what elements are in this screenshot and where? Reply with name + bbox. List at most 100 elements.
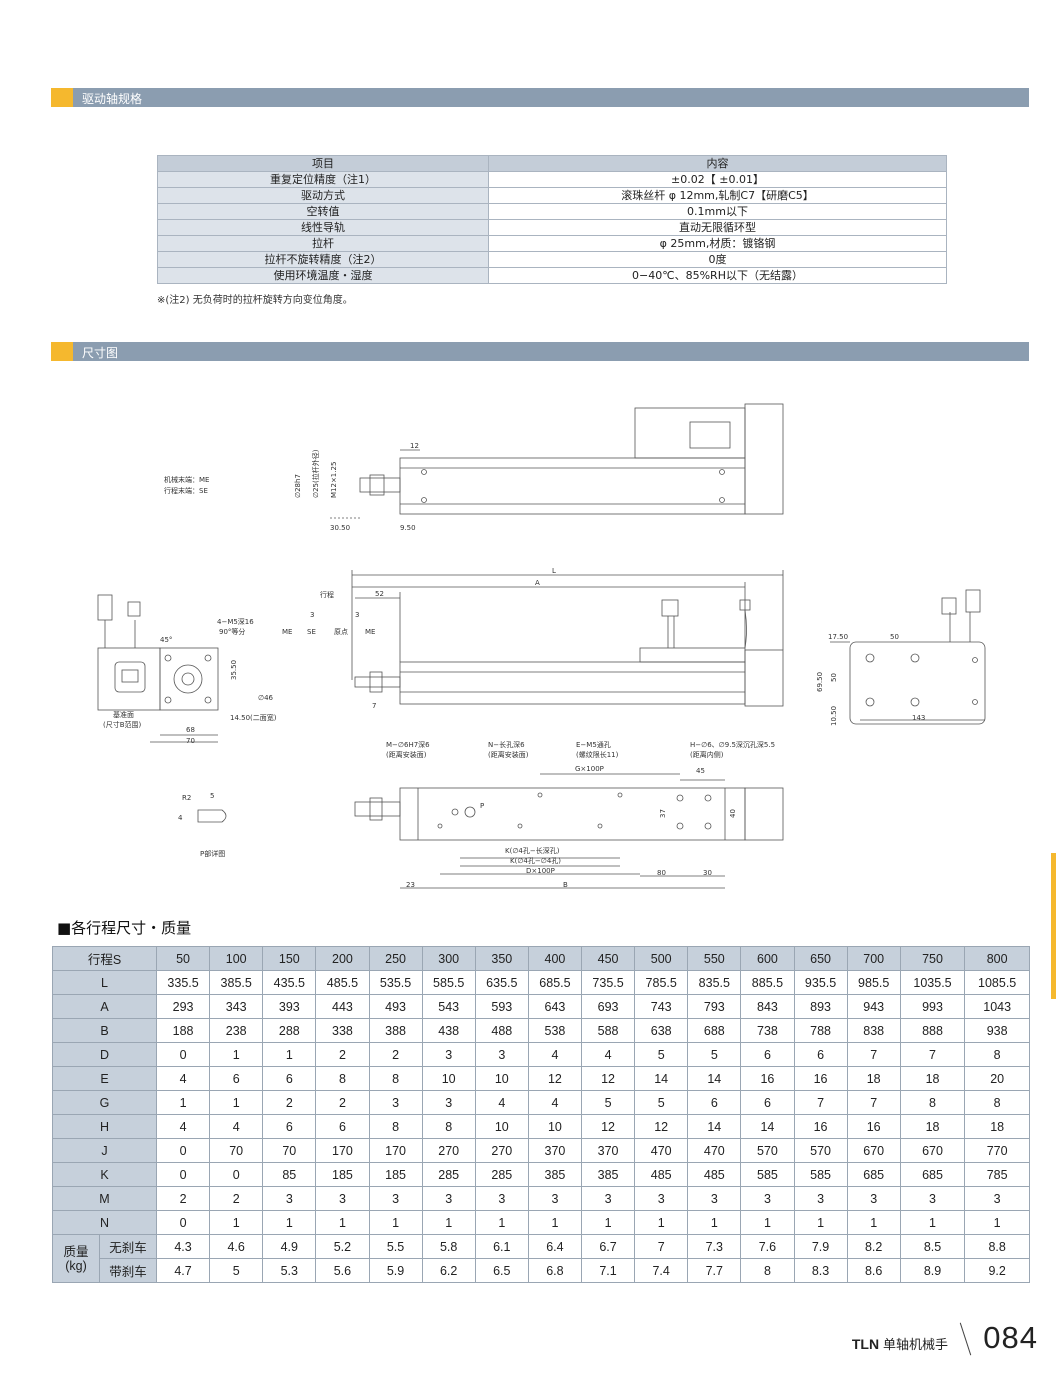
dim-cell: 1 (580, 1210, 636, 1235)
spec-value: φ 25mm,材质：镀铬钢 (488, 235, 947, 252)
end-view-left (97, 647, 161, 711)
label-me-end: 机械末端：ME (164, 475, 209, 484)
spec-key: 使用环境温度・湿度 (157, 267, 489, 284)
label-dim: 70 (186, 737, 195, 745)
label-dim: M12×1.25 (330, 462, 338, 498)
label-dim: 40 (729, 809, 737, 818)
mass-cell: 7 (634, 1234, 689, 1259)
label-dim: 原点 (334, 628, 348, 636)
mass-cell: 6.5 (474, 1258, 529, 1283)
spec-key: 线性导轨 (157, 219, 489, 236)
dim-cell: 2 (155, 1186, 211, 1211)
dim-cell: 6 (209, 1066, 264, 1091)
label-dim: E−M5通孔 (576, 740, 611, 749)
label-dim: 4−M5深16 (217, 617, 254, 626)
dim-cell: 2 (209, 1186, 264, 1211)
spec-header-item: 项目 (157, 155, 489, 172)
dim-cell: 938 (964, 1018, 1030, 1043)
spec-value: 直动无限循环型 (488, 219, 947, 236)
dim-row-label: N (52, 1210, 157, 1235)
dim-cell: 738 (740, 1018, 795, 1043)
section-bar-dimension: 尺寸图 (51, 342, 1029, 361)
dim-cell: 1043 (964, 994, 1030, 1019)
dim-cell: 12 (634, 1114, 689, 1139)
dim-cell: 293 (155, 994, 211, 1019)
footer-divider (959, 1322, 972, 1356)
dim-cell: 3 (964, 1186, 1030, 1211)
dim-cell: 8 (964, 1042, 1030, 1067)
label-dim: 基准面 (113, 710, 134, 719)
dim-cell: 585 (740, 1162, 795, 1187)
section-accent (51, 88, 73, 107)
dim-cell: 2 (368, 1042, 423, 1067)
label-dim: 37 (659, 809, 667, 818)
dim-cell: 1 (368, 1210, 423, 1235)
mass-cell: 6.7 (580, 1234, 636, 1259)
dim-cell: 6 (793, 1042, 848, 1067)
dim-cell: 285 (474, 1162, 529, 1187)
dim-row-label: D (52, 1042, 157, 1067)
mass-label-line2: (kg) (65, 1258, 87, 1273)
dim-header-stroke: 400 (527, 946, 583, 971)
label-dim: ME (365, 628, 375, 636)
spec-header-content: 内容 (488, 155, 947, 172)
label-dim: 23 (406, 881, 415, 889)
spec-key: 重复定位精度（注1） (157, 171, 489, 188)
label-dim: (尺寸B范围) (103, 720, 142, 729)
dim-cell: 10 (474, 1114, 529, 1139)
dim-cell: 4 (580, 1042, 636, 1067)
dim-cell: 385.5 (209, 970, 264, 995)
dim-cell: 338 (315, 1018, 370, 1043)
dim-cell: 1 (315, 1210, 370, 1235)
dim-cell: 335.5 (155, 970, 211, 995)
dim-cell: 485.5 (315, 970, 370, 995)
dim-cell: 5 (580, 1090, 636, 1115)
label-dim: 68 (186, 726, 195, 734)
dim-cell: 3 (740, 1186, 795, 1211)
label-dim: ∅28h7 (294, 474, 302, 498)
label-dim: R2 (182, 794, 191, 802)
top-motor (634, 407, 746, 459)
mass-cell: 5.3 (262, 1258, 317, 1283)
label-se-end: 行程末端：SE (164, 486, 208, 495)
dim-cell: 943 (846, 994, 901, 1019)
dim-cell: 1035.5 (899, 970, 966, 995)
footer-brand: TLN 单轴机械手 (852, 1334, 948, 1353)
dim-header-stroke: 450 (580, 946, 636, 971)
spec-key: 拉杆不旋转精度（注2） (157, 251, 489, 268)
label-dim: 行程 (320, 590, 334, 599)
dim-cell: 20 (964, 1066, 1030, 1091)
dim-cell: 70 (209, 1138, 264, 1163)
label-dim: 17.50 (828, 633, 848, 641)
dim-header-stroke: 650 (793, 946, 848, 971)
dim-cell: 5 (634, 1042, 689, 1067)
dim-cell: 493 (368, 994, 423, 1019)
spec-key: 驱动方式 (157, 187, 489, 204)
dim-cell: 843 (740, 994, 795, 1019)
dim-cell: 2 (262, 1090, 317, 1115)
dim-cell: 485 (687, 1162, 742, 1187)
dim-cell: 8 (899, 1090, 966, 1115)
dim-cell: 10 (474, 1066, 529, 1091)
dim-header-stroke: 600 (740, 946, 795, 971)
dim-cell: 3 (421, 1090, 476, 1115)
label-dim: 143 (912, 714, 925, 722)
dim-cell: 14 (687, 1066, 742, 1091)
mass-cell: 4.6 (209, 1234, 264, 1259)
dim-cell: 785.5 (634, 970, 689, 995)
label-dim: 50 (830, 673, 838, 682)
dim-cell: 1 (262, 1042, 317, 1067)
mass-cell: 8.6 (846, 1258, 901, 1283)
mass-cell: 5.8 (421, 1234, 476, 1259)
dim-cell: 643 (527, 994, 583, 1019)
dim-cell: 670 (899, 1138, 966, 1163)
dim-cell: 3 (368, 1090, 423, 1115)
dim-cell: 5 (687, 1042, 742, 1067)
dim-header-stroke: 250 (368, 946, 423, 971)
dim-cell: 343 (209, 994, 264, 1019)
dim-cell: 1 (687, 1210, 742, 1235)
label-dim: K(∅4孔−长深孔) (505, 846, 560, 855)
dim-cell: 6 (740, 1042, 795, 1067)
mass-cell: 8.2 (846, 1234, 901, 1259)
